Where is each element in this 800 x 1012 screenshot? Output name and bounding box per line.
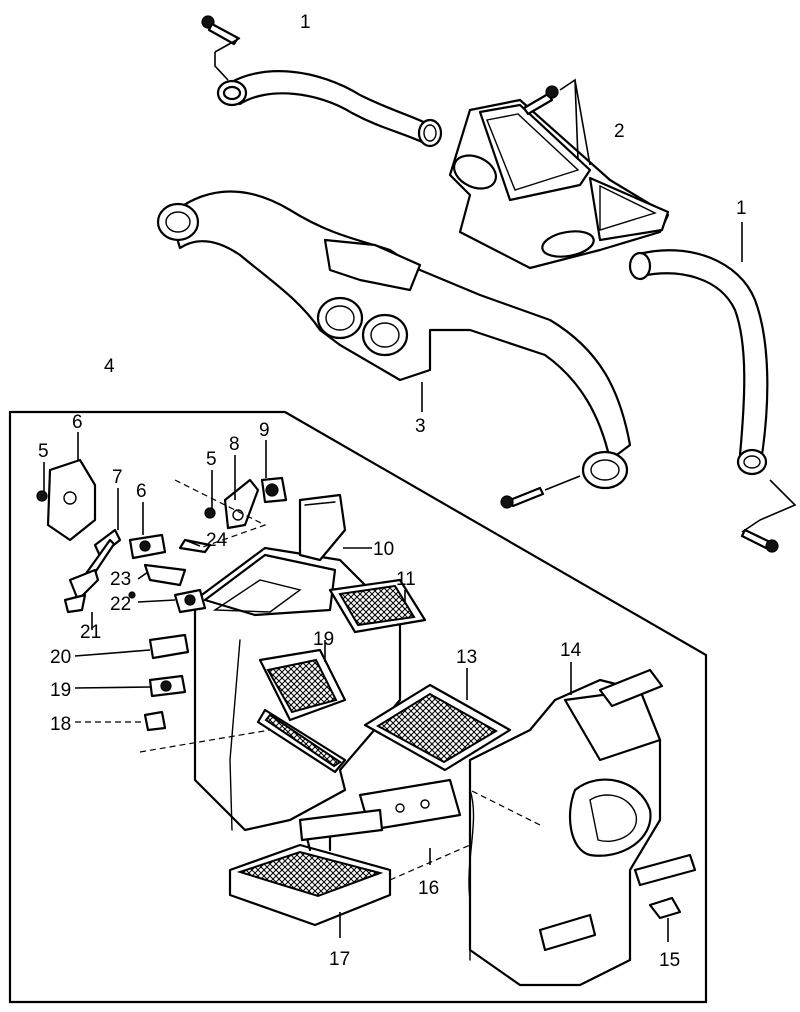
filter-element-13[interactable]: [363, 683, 512, 772]
callout-21: 21: [80, 622, 101, 643]
callout-1: 1: [300, 12, 311, 33]
lever-21[interactable]: [63, 568, 100, 614]
callout-5: 5: [38, 441, 49, 462]
callout-14: 14: [560, 640, 582, 661]
upper-outlet-duct[interactable]: [298, 493, 347, 562]
callout-15: 15: [659, 950, 680, 971]
callout-8: 8: [229, 434, 240, 455]
callout-7: 7: [112, 467, 123, 488]
link-22[interactable]: [173, 588, 207, 614]
callout-10: 10: [373, 539, 394, 560]
callout-23: 23: [110, 569, 131, 590]
heater-assembly-frame: [8, 410, 708, 1004]
callout-5: 5: [206, 449, 217, 470]
callout-11: 11: [396, 569, 416, 590]
screw-icon: [740, 528, 779, 553]
servo-9[interactable]: [260, 476, 288, 504]
callout-22: 22: [110, 594, 131, 615]
screw-icon: [36, 490, 216, 599]
screw-icon: [522, 85, 559, 116]
callout-19: 19: [313, 629, 334, 650]
air-door-11[interactable]: [328, 578, 427, 634]
duct-hose-right[interactable]: [628, 249, 769, 476]
clip-18[interactable]: [143, 710, 167, 732]
rod-24[interactable]: [178, 538, 212, 554]
wire-harness: [229, 639, 475, 961]
heater-case-right[interactable]: [468, 668, 664, 987]
screw-icon: [201, 15, 240, 46]
callout-1: 1: [736, 198, 747, 219]
defroster-duct[interactable]: [156, 190, 632, 490]
callout-2: 2: [614, 121, 625, 142]
heater-core[interactable]: [228, 808, 392, 927]
actuator-6b[interactable]: [128, 533, 167, 560]
center-vent-duct[interactable]: [448, 98, 670, 270]
callout-9: 9: [259, 420, 270, 441]
callout-6: 6: [136, 481, 147, 502]
callout-17: 17: [329, 949, 350, 970]
callout-24: 24: [206, 530, 228, 551]
callout-3: 3: [415, 416, 426, 437]
actuator-bracket-6[interactable]: [46, 458, 97, 542]
callout-16: 16: [418, 878, 439, 899]
servo-8[interactable]: [223, 478, 260, 530]
duct-hose-left[interactable]: [216, 70, 443, 148]
screw-icon: [500, 486, 545, 509]
callout-4: 4: [104, 356, 115, 377]
callout-18: 18: [50, 714, 71, 735]
link-23[interactable]: [143, 563, 187, 587]
callout-20: 20: [50, 647, 71, 668]
actuator-20[interactable]: [148, 633, 190, 660]
callout-6: 6: [72, 412, 83, 433]
clip-19[interactable]: [148, 674, 187, 698]
callout-19: 19: [50, 680, 71, 701]
callout-13: 13: [456, 647, 477, 668]
clip-15[interactable]: [633, 853, 697, 920]
